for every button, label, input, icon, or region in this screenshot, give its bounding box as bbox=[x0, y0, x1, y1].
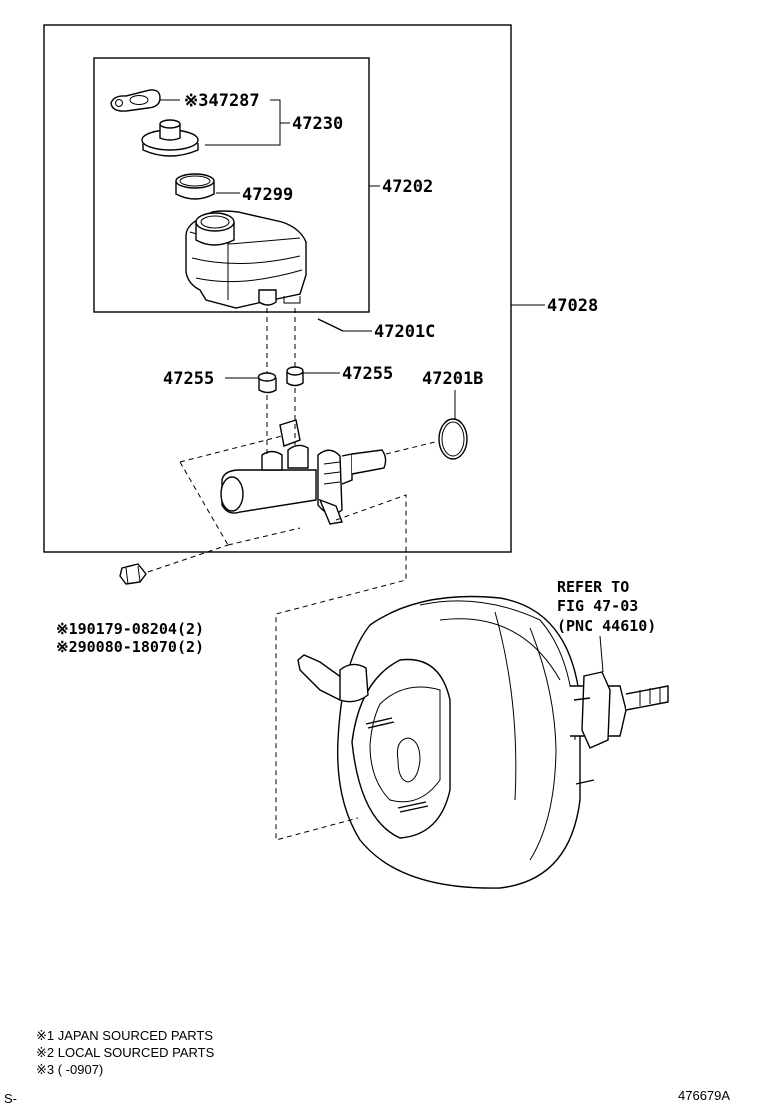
reservoir-gasket-part bbox=[110, 89, 161, 112]
brake-booster-part bbox=[297, 595, 669, 889]
mounting-bolt-part bbox=[119, 563, 147, 585]
grommet-left-part bbox=[257, 372, 277, 394]
footer-left: S- bbox=[4, 1091, 17, 1106]
refer-to-line1: REFER TO bbox=[557, 578, 629, 596]
label-47202: 47202 bbox=[382, 177, 433, 197]
label-47299: 47299 bbox=[242, 185, 293, 205]
refer-to-line3: (PNC 44610) bbox=[557, 617, 656, 635]
reservoir-cap-part bbox=[141, 119, 199, 157]
label-47255-right: 47255 bbox=[342, 364, 393, 384]
label-47255-left: 47255 bbox=[163, 369, 214, 389]
refer-to-line2: FIG 47-03 bbox=[557, 597, 638, 615]
assembly-box-47028 bbox=[43, 24, 512, 553]
label-47028: 47028 bbox=[547, 296, 598, 316]
o-ring-part bbox=[438, 418, 468, 460]
master-cylinder-part bbox=[220, 419, 387, 525]
label-bolt-japan: ※190179-08204(2) bbox=[56, 620, 204, 638]
label-bolt-local: ※290080-18070(2) bbox=[56, 638, 204, 656]
label-47287: ※347287 bbox=[184, 91, 260, 111]
reservoir-strainer-part bbox=[175, 173, 215, 200]
reservoir-box-47202 bbox=[93, 57, 370, 313]
footnote-1: ※1 JAPAN SOURCED PARTS bbox=[36, 1028, 213, 1043]
dashed-assembly-lines bbox=[147, 308, 440, 841]
grommet-right-part bbox=[286, 366, 304, 387]
reservoir-tank-part bbox=[185, 210, 307, 309]
figure-code: 476679A bbox=[678, 1088, 730, 1103]
footnote-3: ※3 ( -0907) bbox=[36, 1062, 103, 1077]
label-47201b: 47201B bbox=[422, 369, 483, 389]
label-47230: 47230 bbox=[292, 114, 343, 134]
reservoir-pin-part bbox=[317, 318, 344, 332]
footnote-2: ※2 LOCAL SOURCED PARTS bbox=[36, 1045, 215, 1060]
leader-lines bbox=[160, 99, 604, 673]
label-47201c: 47201C bbox=[374, 322, 435, 342]
